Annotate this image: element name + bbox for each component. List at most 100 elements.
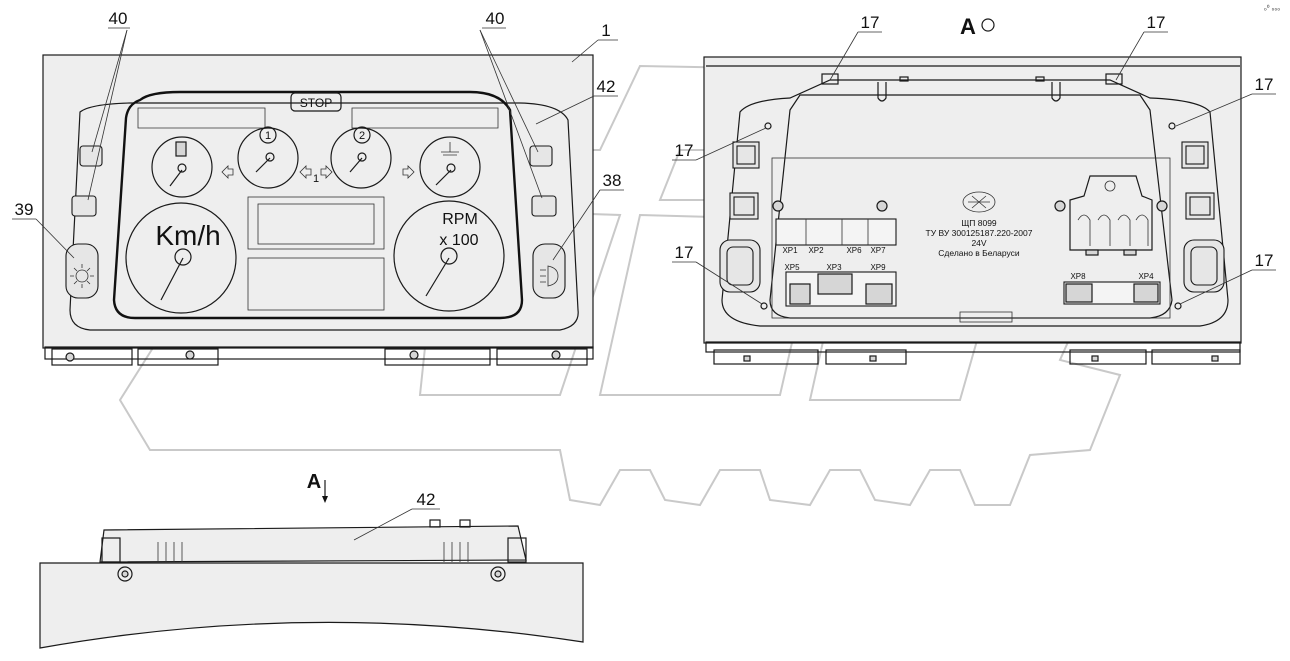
view-a-circle-icon [981,18,995,32]
mount-bracket [825,349,907,365]
connector-xp4-label: XP4 [1138,272,1154,281]
bezel-42-side [99,525,527,563]
screw-icon [65,352,75,362]
side-key-right-bottom[interactable] [531,195,557,217]
mount-bracket [384,348,491,366]
illumination-switch[interactable] [65,243,99,299]
plate-spec: ТУ ВУ 300125187.220-2007 [926,228,1033,238]
plate-origin: Сделано в Беларуси [938,248,1020,258]
mount-bracket [1151,349,1241,365]
turn-trailer-number: 1 [313,173,319,185]
screw-icon [490,566,506,582]
screw-icon [772,200,784,212]
warning-strip-right [351,107,499,129]
temp-needle [435,169,452,186]
front-callouts: 40 40 1 42 39 38 [12,9,624,261]
stop-label: STOP [300,96,332,110]
screw-icon [551,350,561,360]
rear-callouts: 17 17 17 17 17 17 [672,13,1276,305]
view-arrow-icon [322,496,328,503]
housing-side [39,562,584,649]
callout-42-top: 42 [597,77,616,96]
rpm-label: RPM [442,211,478,228]
connector-xp1-label: XP1 [782,246,798,255]
rpm-multiplier: x 100 [439,232,478,249]
screw-icon [1054,200,1066,212]
screw-icon [1156,200,1168,212]
callout-39: 39 [15,200,34,219]
side-key-right-top[interactable] [529,145,553,167]
gauge-1-number: 1 [265,130,271,142]
turn-right-icon [402,165,415,179]
mount-bracket [51,348,133,366]
housing-bottom-rail [44,346,594,360]
plate-model: ЩП 8099 [961,218,997,228]
callout-40-right: 40 [486,9,505,28]
connector-xp6-label: XP6 [846,246,862,255]
fuse-holder [1069,175,1153,251]
connector-xp5-label: XP5 [784,263,800,272]
mount-bracket [137,348,219,366]
fuel-gauge [151,136,213,198]
fuel-pump-icon [175,141,187,157]
turn-right-trailer-icon [320,165,333,179]
screw-icon [117,566,133,582]
headlight-icon [540,265,559,287]
sun-icon [75,269,89,283]
callout-38: 38 [603,171,622,190]
turn-left-icon [221,165,234,179]
side-view-bezel: A 42 [39,471,584,649]
callout-1: 1 [601,21,610,40]
callout-17-e: 17 [675,243,694,262]
callout-17-b: 17 [1147,13,1166,32]
manufacturer-logo-icon [962,191,996,213]
power-icon [1104,180,1116,192]
callout-40-left: 40 [109,9,128,28]
callout-42-bottom: 42 [417,490,436,509]
view-arrow-label: A [307,471,321,493]
speed-needle [160,257,184,301]
gauge-2 [330,127,392,189]
coolant-temp-icon [441,142,459,156]
rear-view-dashboard: XP1 XP2 XP6 XP7 XP5 XP3 XP9 XP8 XP4 ЩП 8… [703,56,1242,365]
corner-mark: ₀⁰ ₀₀₀ [1264,4,1280,12]
connector-xp3-label: XP3 [826,263,842,272]
bezel-42 [69,102,579,331]
view-a-label: A [960,14,976,39]
side-key-left-top[interactable] [79,145,103,167]
connector-xp8-label: XP8 [1070,272,1086,281]
stop-lamp [290,92,342,112]
mount-bracket [496,348,588,366]
connector-xp2-label: XP2 [808,246,824,255]
plate-voltage: 24V [971,238,986,248]
gauge-1 [237,127,299,189]
mount-bracket [1069,349,1147,365]
turn-left-trailer-icon [299,165,312,179]
instrument-window [112,90,524,320]
lcd-display-lower [247,257,385,311]
connector-xp9-label: XP9 [870,263,886,272]
temperature-gauge [419,136,481,198]
beam-switch[interactable] [532,243,566,299]
rpm-needle [425,257,450,297]
screw-icon [185,350,195,360]
speed-unit-label: Km/h [155,220,220,251]
rear-pcb-area [771,157,1171,319]
speedometer [125,202,237,314]
callout-17-d: 17 [1255,75,1274,94]
callout-17-f: 17 [1255,251,1274,270]
mount-bracket [713,349,819,365]
connector-xp7-label: XP7 [870,246,886,255]
front-view-dashboard: STOP 1 2 1 Km/h RP [42,54,594,366]
screw-icon [876,200,888,212]
fuel-needle [169,169,183,187]
tachometer [393,200,505,312]
screw-icon [409,350,419,360]
gauge-2-number: 2 [359,130,365,142]
callout-17-c: 17 [675,141,694,160]
connector-block-upper [775,218,897,246]
side-key-left-bottom[interactable] [71,195,97,217]
lcd-display-upper [247,196,385,250]
callout-17-a: 17 [861,13,880,32]
